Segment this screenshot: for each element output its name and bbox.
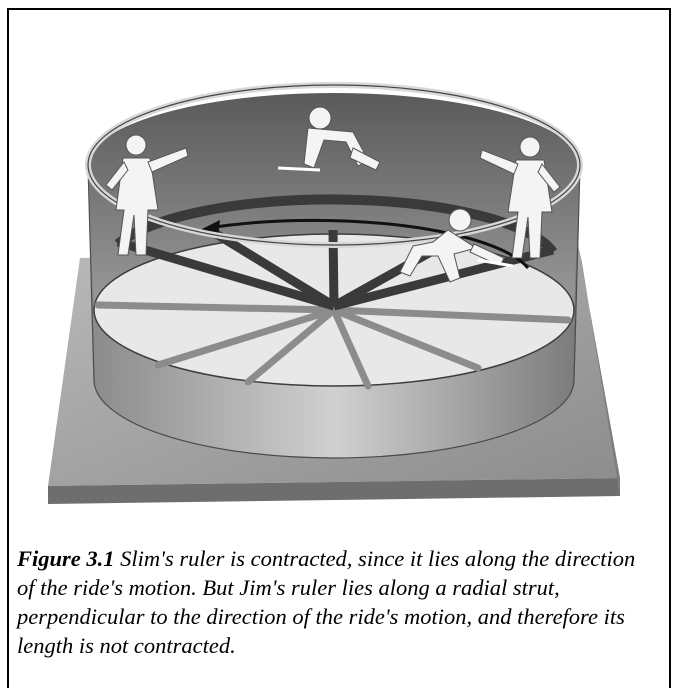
slim-ruler xyxy=(278,168,320,170)
figure-label: Figure 3.1 xyxy=(17,546,115,571)
figure-caption: Figure 3.1 Slim's ruler is contracted, s… xyxy=(17,544,657,660)
rotating-ride-illustration xyxy=(8,10,670,540)
